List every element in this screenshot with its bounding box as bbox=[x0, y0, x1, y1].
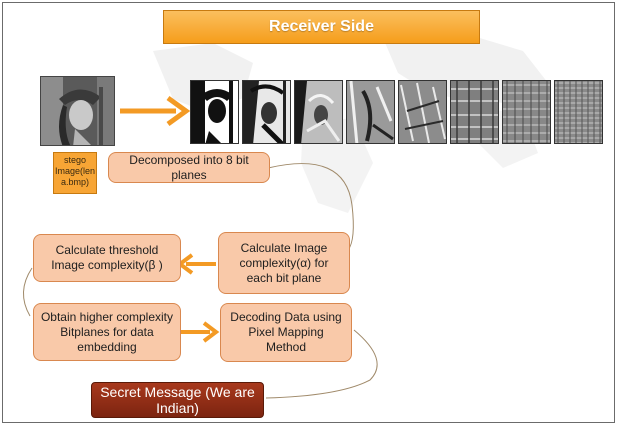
bit-plane-4 bbox=[346, 80, 395, 144]
bit-plane-7 bbox=[502, 80, 551, 144]
box-calculate-threshold: Calculate threshold Image complexity(β ) bbox=[33, 234, 181, 282]
connector-threshold-to-obtain bbox=[23, 267, 33, 317]
page-title: Receiver Side bbox=[163, 10, 480, 44]
secret-message-box: Secret Message (We are Indian) bbox=[91, 382, 264, 418]
box-calculate-image-complexity: Calculate Image complexity(α) for each b… bbox=[218, 232, 350, 294]
box-decoding-data: Decoding Data using Pixel Mapping Method bbox=[220, 303, 352, 362]
bit-plane-5 bbox=[398, 80, 447, 144]
bit-planes-strip bbox=[190, 80, 610, 144]
bit-plane-1 bbox=[190, 80, 239, 144]
stego-image-thumbnail bbox=[40, 76, 115, 146]
arrow-obtain-to-decoding bbox=[180, 321, 220, 343]
box-decompose-bit-planes: Decomposed into 8 bit planes bbox=[108, 152, 270, 183]
connector-decoding-to-secret bbox=[265, 329, 378, 399]
bit-plane-2 bbox=[242, 80, 291, 144]
bit-plane-6 bbox=[450, 80, 499, 144]
connector-decompose-to-complexity bbox=[267, 163, 354, 251]
arrow-complexity-to-threshold bbox=[176, 253, 216, 275]
stego-image-label: stego Image(len a.bmp) bbox=[53, 152, 97, 194]
bit-plane-8 bbox=[554, 80, 603, 144]
arrow-image-to-planes bbox=[120, 95, 191, 127]
box-obtain-higher-complexity: Obtain higher complexity Bitplanes for d… bbox=[33, 303, 181, 361]
bit-plane-3 bbox=[294, 80, 343, 144]
